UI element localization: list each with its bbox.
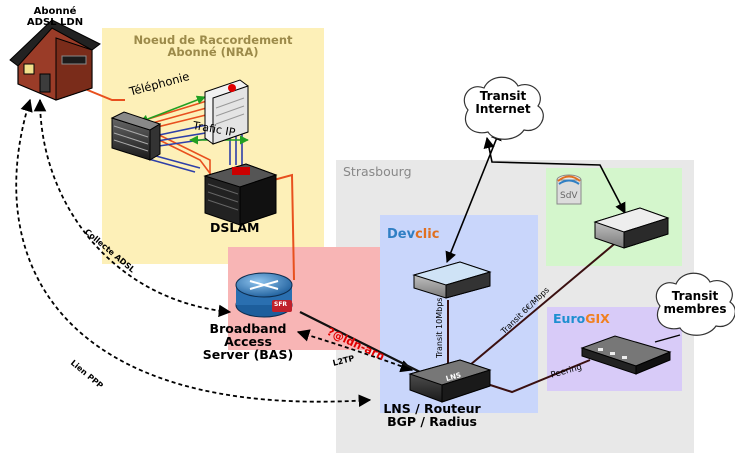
splitter-rack-icon bbox=[110, 111, 162, 161]
lns-label: LNS / Routeur BGP / Radius bbox=[372, 402, 492, 428]
sfr-logo: SFR bbox=[274, 301, 288, 308]
l2tp-link bbox=[296, 329, 414, 373]
nra-title-line2: Abonné (NRA) bbox=[167, 45, 259, 60]
bas-line2: Access bbox=[224, 334, 272, 350]
transit-internet-cloud-icon bbox=[463, 76, 544, 140]
devclic-internet-link bbox=[445, 128, 502, 264]
transit-internet-line1: Transit bbox=[479, 89, 527, 103]
bas-line3: Server (BAS) bbox=[202, 347, 294, 363]
telecom-server-icon bbox=[204, 79, 249, 145]
sdv-internet-link bbox=[483, 136, 626, 214]
bas-lns-link bbox=[299, 311, 421, 373]
transit-membres-label: Transit membres bbox=[660, 290, 730, 315]
sdv-logo-icon bbox=[556, 174, 582, 205]
sdv-logo: SdV bbox=[560, 191, 578, 201]
abonne-line2: ADSL LDN bbox=[26, 16, 84, 28]
transit-membres-cloud-icon bbox=[655, 272, 735, 336]
peering-link bbox=[483, 359, 591, 394]
transit-internet-line2: Internet bbox=[475, 101, 531, 116]
bas-label: Broadband Access Server (BAS) bbox=[188, 321, 308, 363]
router-icon bbox=[235, 272, 293, 318]
transit-10mbps-label: Transit 10Mbps bbox=[435, 297, 444, 358]
devclic-device-icon bbox=[412, 261, 492, 299]
lns-device-icon bbox=[408, 359, 492, 403]
eurogix-logo: EuroGIX bbox=[553, 312, 610, 325]
house-icon bbox=[9, 19, 101, 101]
eurogix-logo-gix: GIX bbox=[585, 311, 610, 326]
lns-line1: LNS / Routeur bbox=[383, 401, 481, 416]
sdv-device-icon bbox=[593, 207, 670, 249]
lns-line2: BGP / Radius bbox=[387, 414, 477, 430]
devclic-logo-dev: Dev bbox=[387, 227, 416, 242]
devclic-logo-clic: clic bbox=[415, 227, 440, 242]
eurogix-logo-euro: Euro bbox=[553, 311, 586, 326]
eurogix-switch-icon bbox=[580, 335, 672, 375]
eurogix-membres-link bbox=[654, 334, 681, 343]
abonne-line1: Abonné bbox=[33, 6, 77, 17]
dslam-icon bbox=[203, 163, 278, 226]
abonne-label: Abonné ADSL LDN bbox=[25, 6, 85, 28]
strasbourg-label: Strasbourg bbox=[343, 164, 412, 179]
transit-membres-line2: membres bbox=[663, 301, 727, 316]
transit-internet-label: Transit Internet bbox=[468, 90, 538, 115]
nra-title: Noeud de Raccordement Abonné (NRA) bbox=[118, 34, 308, 58]
transit-membres-line1: Transit bbox=[671, 289, 719, 303]
dslam-label: DSLAM bbox=[210, 220, 260, 235]
nra-title-line1: Noeud de Raccordement bbox=[133, 33, 293, 47]
sdv-lns-link bbox=[469, 234, 626, 366]
bas-line1: Broadband bbox=[209, 321, 287, 336]
devclic-logo: Devclic bbox=[387, 228, 439, 242]
